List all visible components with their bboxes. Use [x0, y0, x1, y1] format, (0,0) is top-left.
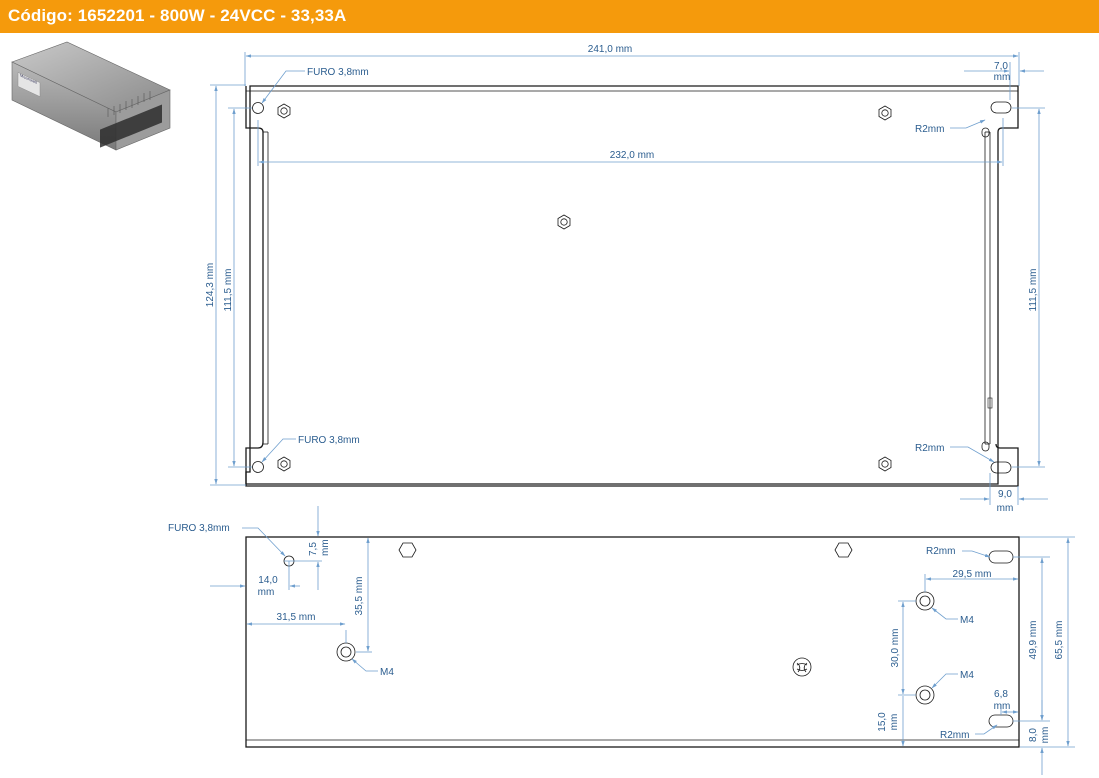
dim-height-inner-left: 111,5 mm [223, 269, 234, 312]
side-dim-m4-right-x: 29,5 mm [953, 569, 992, 580]
side-label-hole: FURO 3,8mm [168, 523, 230, 534]
hex-nut-3 [557, 214, 571, 230]
dim-offset-top-right-unit: mm [994, 72, 1011, 83]
dim-width-inner: 232,0 mm [610, 150, 654, 161]
hex-nut-4 [277, 456, 291, 472]
dim-height-inner-right: 111,5 mm [1028, 269, 1039, 312]
hole-bottom-left [252, 461, 264, 473]
dim-offset-bottom-right-val: 9,0 [998, 489, 1012, 500]
side-dim-hole-y-val: 7,5 [308, 542, 319, 556]
side-label-m4-left: M4 [380, 667, 394, 678]
side-dim-hole-x-val: 14,0 [258, 575, 278, 586]
side-label-slot-bottom: R2mm [940, 730, 969, 741]
m4-insert-left [336, 642, 356, 662]
hex-nut-2 [878, 105, 892, 121]
label-hole-bottom-left: FURO 3,8mm [298, 435, 360, 446]
screw-icon [792, 657, 812, 677]
dim-width-overall: 241,0 mm [588, 44, 632, 55]
side-dim-m4-right-bottom-unit: mm [889, 714, 900, 731]
side-dim-height-overall: 65,5 mm [1054, 621, 1065, 660]
side-label-m4-right-top: M4 [960, 615, 974, 626]
side-hex-2 [834, 542, 853, 558]
side-dim-m4-right-bottom-val: 15,0 [877, 712, 888, 732]
power-supply-photo: Meanwell [11, 41, 171, 151]
label-hole-top-left: FURO 3,8mm [307, 67, 369, 78]
page-title: Código: 1652201 - 800W - 24VCC - 33,33A [8, 6, 347, 25]
side-label-slot-top: R2mm [926, 546, 955, 557]
m4-insert-right-top [915, 591, 935, 611]
side-dim-slot-y-unit: mm [1040, 727, 1051, 744]
slot-top-right [990, 101, 1012, 114]
side-dim-slot-x-unit: mm [994, 701, 1011, 712]
hex-nut-1 [277, 103, 291, 119]
top-view: 241,0 mm 232,0 mm 7,0 mm 124,3 mm 111,5 … [205, 44, 1048, 514]
dim-offset-bottom-right-unit: mm [997, 503, 1014, 514]
side-view: FURO 3,8mm 7,5 mm 14,0 mm 31,5 mm 35,5 m… [168, 506, 1075, 775]
side-dim-hole-x-unit: mm [258, 587, 275, 598]
label-slot-bottom-right: R2mm [915, 443, 944, 454]
dim-height-overall: 124,3 mm [205, 263, 216, 307]
side-hex-1 [398, 542, 417, 558]
header-bar: Código: 1652201 - 800W - 24VCC - 33,33A [0, 0, 1099, 33]
label-slot-top-right: R2mm [915, 124, 944, 135]
m4-insert-right-bottom [915, 685, 935, 705]
side-dim-slot-y-val: 8,0 [1028, 728, 1039, 742]
side-dim-hole-y-unit: mm [320, 539, 331, 556]
slot-bottom-right [990, 461, 1012, 474]
side-dim-m4-left-y: 35,5 mm [354, 577, 365, 616]
side-dim-slot-spacing: 49,9 mm [1028, 621, 1039, 660]
side-dim-m4-left-x: 31,5 mm [277, 612, 316, 623]
side-slot-top [988, 550, 1014, 564]
hole-top-left [252, 102, 264, 114]
hex-nut-5 [878, 456, 892, 472]
side-dim-m4-right-spacing: 30,0 mm [890, 629, 901, 668]
side-dim-slot-x-val: 6,8 [994, 689, 1008, 700]
side-slot-bottom [988, 714, 1014, 728]
side-label-m4-right-bottom: M4 [960, 670, 974, 681]
dim-offset-top-right-val: 7,0 [994, 61, 1008, 72]
